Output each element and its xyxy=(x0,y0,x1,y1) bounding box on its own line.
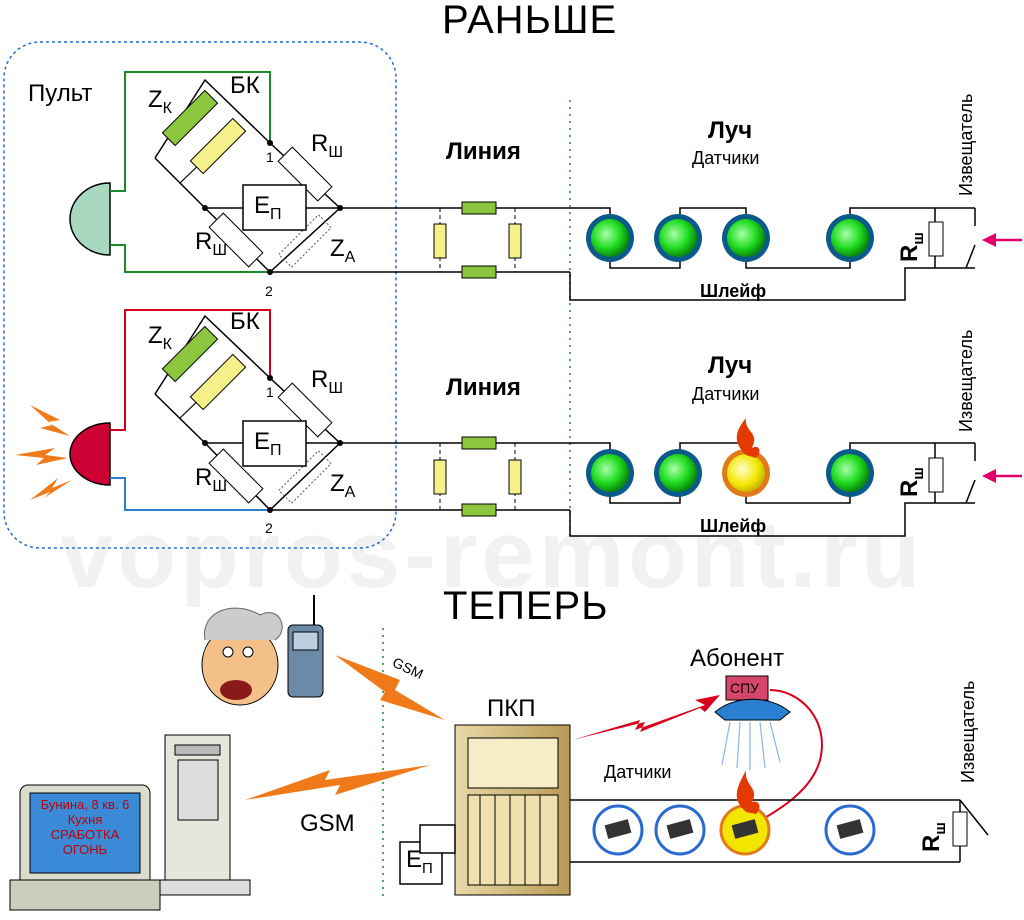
line-label-bottom: Линия xyxy=(446,374,521,401)
person-icon xyxy=(201,607,283,706)
loop-label-top: Шлейф xyxy=(700,281,767,301)
bk-label-1: БК xyxy=(230,72,260,99)
shower-head-icon xyxy=(714,698,791,721)
line-label-top: Линия xyxy=(446,138,521,165)
rsh-end-top xyxy=(928,221,944,257)
ep-label-2: E xyxy=(254,428,271,455)
gsm-bolt-lower xyxy=(245,765,430,800)
flame-icon xyxy=(736,418,760,458)
sensors-bottom xyxy=(586,418,874,497)
screen-line-1: Бунина, 8 кв. 6 xyxy=(40,797,130,812)
siren-alarm-icon xyxy=(69,422,111,486)
watermark: vopros-remont.ru xyxy=(60,501,925,608)
title-now: ТЕПЕРЬ xyxy=(443,584,609,628)
rsh-end-label-bottom: R xyxy=(896,479,923,497)
bridge-normal xyxy=(69,71,570,275)
sensors-label-top: Датчики xyxy=(692,148,760,168)
detector-label-now: Извещатель xyxy=(958,680,978,783)
gsm-bolt-upper xyxy=(335,655,445,720)
ep-label-now: E xyxy=(406,846,423,873)
spu-label: СПУ xyxy=(730,680,760,696)
feedback-arrow xyxy=(751,689,823,826)
water-spray xyxy=(721,721,781,770)
za-label-2: Z xyxy=(330,470,345,497)
zk-label-1: Z xyxy=(148,86,163,113)
ray-label-bottom: Луч xyxy=(708,352,753,379)
rsh-label-1a: R xyxy=(311,130,329,157)
sensors-now xyxy=(592,770,876,856)
rsh-label-1b: R xyxy=(195,228,213,255)
ep-label-1: E xyxy=(254,192,271,219)
screen-line-2: Кухня xyxy=(67,812,103,827)
monitor-screen: Бунина, 8 кв. 6 Кухня СРАБОТКА ОГОНЬ xyxy=(30,797,140,857)
node-2-top: 2 xyxy=(265,283,273,299)
detector-label-bottom: Извещатель xyxy=(956,329,976,432)
zk-label-2: Z xyxy=(148,322,163,349)
line-model-top xyxy=(433,201,522,279)
screen-line-3: СРАБОТКА xyxy=(50,827,120,842)
siren-idle-icon xyxy=(69,182,111,256)
rsh-end-label-top: R xyxy=(896,244,923,262)
console-label: Пульт xyxy=(28,80,93,107)
bridge-alarm xyxy=(15,309,570,513)
rsh-label-2b: R xyxy=(195,464,213,491)
line-model-bottom xyxy=(433,436,522,517)
node-2-bottom: 2 xyxy=(265,520,273,536)
subscriber-label: Абонент xyxy=(690,645,784,672)
sensors-top xyxy=(586,214,874,262)
title-before: РАНЬШЕ xyxy=(442,0,618,42)
mobile-phone-icon xyxy=(287,595,324,698)
gsm-label-lower: GSM xyxy=(300,810,355,837)
ray-label-top: Луч xyxy=(708,117,753,144)
detector-label-top: Извещатель xyxy=(956,93,976,196)
screen-line-4: ОГОНЬ xyxy=(62,842,108,857)
control-panel-rack xyxy=(454,724,571,896)
signal-to-spu-icon xyxy=(572,695,720,740)
sensors-label-bottom: Датчики xyxy=(692,384,760,404)
node-1-top: 1 xyxy=(266,149,274,165)
rsh-label-now: R xyxy=(918,834,945,852)
computer-icon xyxy=(9,734,251,911)
panel-label: ПКП xyxy=(487,695,536,722)
loop-label-bottom: Шлейф xyxy=(700,516,767,536)
spu-box xyxy=(725,675,769,701)
rsh-end-bottom xyxy=(928,457,944,493)
sensors-label-now: Датчики xyxy=(604,762,672,782)
node-1-bottom: 1 xyxy=(266,384,274,400)
console-dashed-border xyxy=(3,41,397,549)
loop-now xyxy=(570,799,989,863)
rsh-label-2a: R xyxy=(311,366,329,393)
bk-label-2: БК xyxy=(230,308,260,335)
za-label-1: Z xyxy=(330,235,345,262)
